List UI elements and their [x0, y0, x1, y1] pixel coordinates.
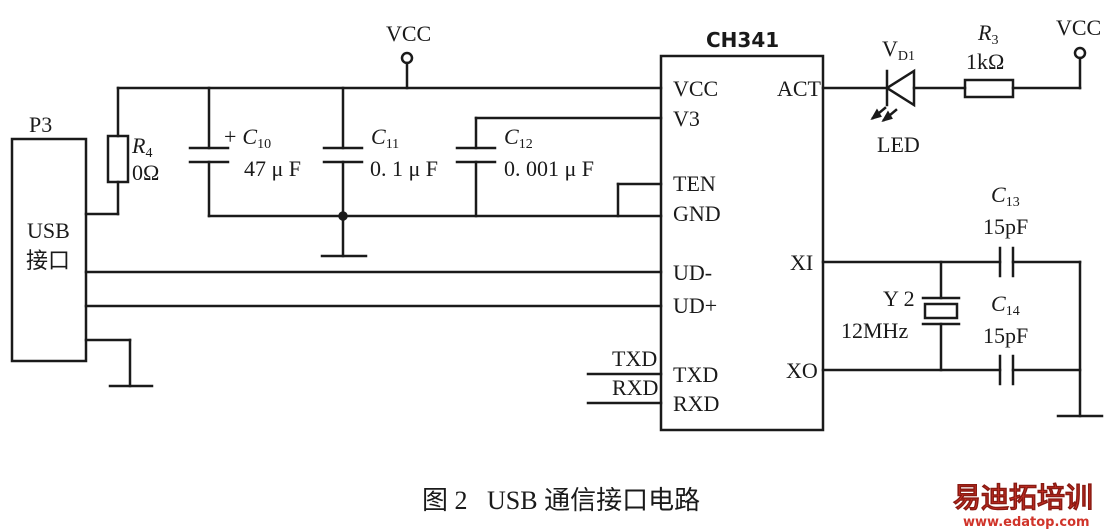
capacitor-c11: [322, 86, 364, 258]
r3-value: 1kΩ: [966, 49, 1004, 74]
vcc-top-label: VCC: [386, 21, 431, 46]
pin-gnd: GND: [673, 201, 721, 226]
y2-value: 12MHz: [841, 318, 908, 343]
c10-label: +C10: [224, 124, 271, 152]
usb-ground: [84, 338, 154, 388]
net-rxd: RXD: [612, 375, 658, 400]
capacitor-c12: [455, 116, 663, 218]
r4-value: 0Ω: [132, 160, 159, 185]
resistor-r4: [84, 86, 130, 216]
connector-line2: 接口: [26, 248, 70, 273]
c12-value: 0. 001 μ F: [504, 156, 594, 181]
resistor-r3: [963, 46, 1087, 99]
c13-label: C13: [991, 182, 1020, 210]
pin-xi: XI: [790, 250, 813, 275]
vcc-top-terminal: [400, 51, 414, 90]
pin-rxd: RXD: [673, 391, 719, 416]
c11-label: C11: [371, 124, 399, 152]
led-vd1: [821, 68, 967, 123]
c14-value: 15pF: [983, 323, 1028, 348]
ch341-chip: [659, 54, 825, 432]
y2-label: Y 2: [883, 286, 915, 311]
figure-caption: 图 2 USB 通信接口电路: [422, 486, 700, 515]
pin-vcc: VCC: [673, 76, 718, 101]
pin-act: ACT: [777, 76, 822, 101]
connector-ref: P3: [29, 112, 52, 137]
capacitor-c10: [188, 86, 230, 218]
c14-label: C14: [991, 291, 1020, 319]
pin-ud-plus: UD+: [673, 293, 717, 318]
c12-label: C12: [504, 124, 533, 152]
c10-value: 47 μ F: [244, 156, 301, 181]
pin-ud-minus: UD-: [673, 260, 712, 285]
svg-text:www.edatop.com: www.edatop.com: [963, 515, 1090, 530]
pin-v3: V3: [673, 106, 700, 131]
usb-connector-box: [10, 137, 88, 363]
led-label: LED: [877, 132, 920, 157]
r4-label: R4: [131, 133, 152, 161]
r3-label: R3: [977, 20, 998, 48]
c11-value: 0. 1 μ F: [370, 156, 438, 181]
vcc-right-label: VCC: [1056, 15, 1101, 40]
svg-text:易迪拓培训: 易迪拓培训: [953, 481, 1093, 514]
connector-line1: USB: [27, 218, 70, 243]
ic-name: CH341: [706, 28, 779, 52]
pin-txd: TXD: [673, 362, 718, 387]
pin-xo: XO: [786, 358, 818, 383]
vd1-label: VD1: [882, 36, 915, 64]
pin-ten: TEN: [673, 171, 716, 196]
ground-bus: [207, 182, 663, 258]
net-txd: TXD: [612, 346, 657, 371]
c13-value: 15pF: [983, 214, 1028, 239]
crystal-circuit: [821, 246, 1104, 418]
watermark-logo: 易迪拓培训 www.edatop.com: [953, 481, 1094, 530]
